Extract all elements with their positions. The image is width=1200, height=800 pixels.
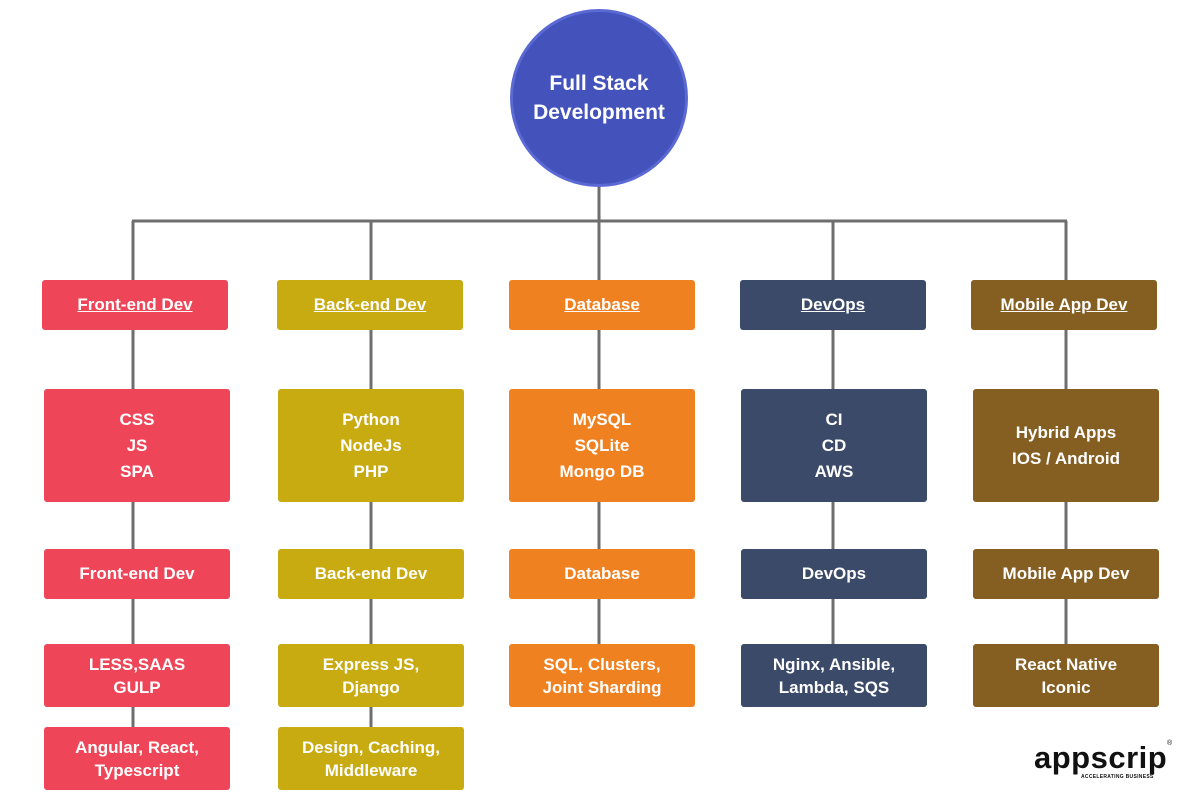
tools-front-end: LESS,SAAS GULP xyxy=(44,644,230,707)
stack-item: MySQL xyxy=(572,409,632,429)
frameworks-front-end: Angular, React, Typescript xyxy=(44,727,230,790)
header-label: Front-end Dev xyxy=(77,295,193,314)
frameworks-back-end: Design, Caching, Middleware xyxy=(278,727,464,790)
frameworks-item: Typescript xyxy=(94,760,180,780)
stack-item: AWS xyxy=(814,461,854,481)
sub-database: Database xyxy=(509,549,695,599)
tools-mobile: React Native Iconic xyxy=(973,644,1159,707)
root-node: Full Stack Development xyxy=(510,9,688,187)
stack-item: IOS / Android xyxy=(1012,448,1120,468)
sub-label: DevOps xyxy=(801,564,867,583)
sub-label: Database xyxy=(564,564,640,583)
stack-item: Mongo DB xyxy=(559,461,645,481)
tools-item: Django xyxy=(342,677,400,697)
sub-devops: DevOps xyxy=(741,549,927,599)
stack-item: SQLite xyxy=(574,435,630,455)
root-title-line: Development xyxy=(533,101,665,124)
tools-item: Nginx, Ansible, xyxy=(772,654,896,674)
tools-item: Joint Sharding xyxy=(542,677,662,697)
header-label: DevOps xyxy=(800,295,866,314)
logo-name: appscrip xyxy=(1034,740,1168,775)
tools-devops: Nginx, Ansible, Lambda, SQS xyxy=(741,644,927,707)
stack-item: CD xyxy=(821,435,847,455)
tools-item: Express JS, xyxy=(322,654,420,674)
stack-devops: CI CD AWS xyxy=(741,389,927,502)
header-back-end[interactable]: Back-end Dev xyxy=(277,280,463,330)
header-database[interactable]: Database xyxy=(509,280,695,330)
tools-item: React Native xyxy=(1014,654,1118,674)
tools-item: SQL, Clusters, xyxy=(543,654,661,674)
stack-item: Hybrid Apps xyxy=(1015,422,1117,442)
stack-item: JS xyxy=(126,435,148,455)
header-label: Database xyxy=(564,295,640,314)
stack-item: Python xyxy=(342,409,400,429)
stack-mobile: Hybrid Apps IOS / Android xyxy=(973,389,1159,502)
header-front-end[interactable]: Front-end Dev xyxy=(42,280,228,330)
header-label: Back-end Dev xyxy=(313,295,427,314)
stack-back-end: Python NodeJs PHP xyxy=(278,389,464,502)
sub-front-end: Front-end Dev xyxy=(44,549,230,599)
root-title-line: Full Stack xyxy=(549,72,649,95)
tools-item: GULP xyxy=(113,677,161,697)
tools-item: LESS,SAAS xyxy=(88,654,186,674)
stack-item: CSS xyxy=(119,409,155,429)
stack-item: NodeJs xyxy=(340,435,402,455)
appscrip-logo: appscrip ® ACCELERATING BUSINESS xyxy=(1030,740,1180,790)
tools-back-end: Express JS, Django xyxy=(278,644,464,707)
header-mobile[interactable]: Mobile App Dev xyxy=(971,280,1157,330)
tools-item: Lambda, SQS xyxy=(778,677,890,697)
header-devops[interactable]: DevOps xyxy=(740,280,926,330)
stack-item: SPA xyxy=(120,461,154,481)
header-label: Mobile App Dev xyxy=(1000,295,1128,314)
stack-item: CI xyxy=(825,409,843,429)
sub-label: Back-end Dev xyxy=(314,564,428,583)
sub-mobile: Mobile App Dev xyxy=(973,549,1159,599)
stack-database: MySQL SQLite Mongo DB xyxy=(509,389,695,502)
stack-item: PHP xyxy=(353,461,389,481)
stack-front-end: CSS JS SPA xyxy=(44,389,230,502)
tools-item: Iconic xyxy=(1041,677,1091,697)
sub-label: Mobile App Dev xyxy=(1002,564,1130,583)
sub-label: Front-end Dev xyxy=(79,564,195,583)
frameworks-item: Angular, React, xyxy=(75,737,199,757)
registered-mark: ® xyxy=(1167,740,1173,747)
sub-back-end: Back-end Dev xyxy=(278,549,464,599)
frameworks-item: Design, Caching, xyxy=(302,737,440,757)
frameworks-item: Middleware xyxy=(324,760,418,780)
logo-tagline: ACCELERATING BUSINESS xyxy=(1081,774,1154,780)
tools-database: SQL, Clusters, Joint Sharding xyxy=(509,644,695,707)
